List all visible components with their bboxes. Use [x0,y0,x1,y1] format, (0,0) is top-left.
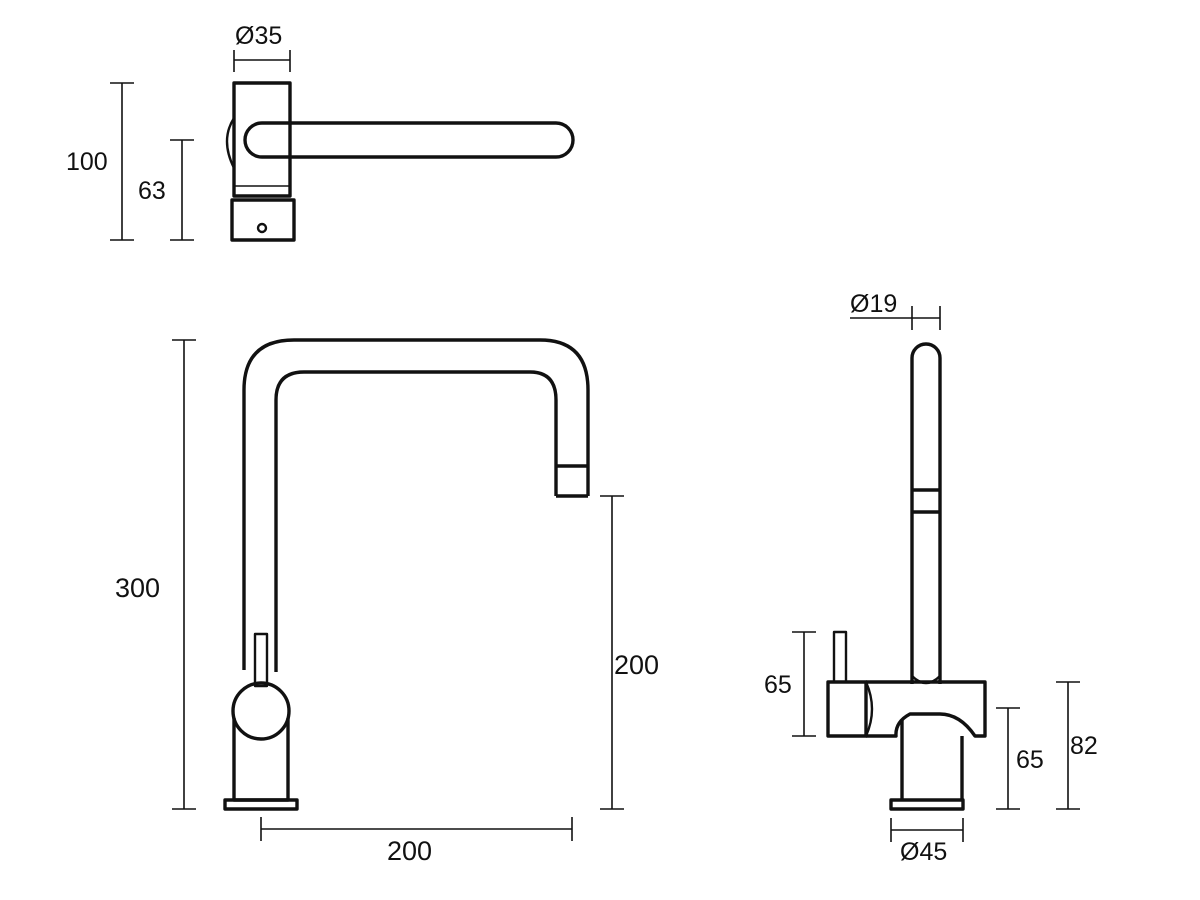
side-view-column [900,720,964,800]
dim-side-spout-diameter-label: Ø19 [850,290,897,318]
top-view-base-block [230,198,296,242]
dim-side-lever-height-label: 65 [764,671,792,699]
front-view-lever [253,632,269,688]
top-view-spout [243,121,575,159]
top-view-lever-bump [225,117,236,169]
dim-side-base-diameter-label: Ø45 [900,838,947,866]
dim-front-reach-label: 200 [387,836,432,866]
dim-front-reach: 200 [260,817,573,866]
top-view-hole [256,222,268,234]
dim-top-diameter: Ø35 [233,22,291,72]
dim-side-spout-diameter: Ø19 [850,290,941,330]
dim-front-total-height-label: 300 [115,573,160,603]
top-view: Ø35 100 63 [66,22,575,242]
side-view-body [866,680,987,738]
dim-top-diameter-label: Ø35 [235,22,282,50]
dim-top-height-total-label: 100 [66,148,108,176]
top-view-body [232,81,292,198]
side-view-lever-block [826,680,868,738]
dim-top-height-total: 100 [66,82,134,241]
dim-top-height-partial: 63 [138,139,194,241]
dim-top-height-partial-label: 63 [138,177,166,205]
dim-front-spout-height: 200 [600,495,659,810]
dim-front-total-height: 300 [115,339,196,810]
side-view-lever [832,630,848,684]
front-view-body-circle [231,681,291,741]
front-view-spout-outer [242,338,590,670]
front-view-spout-inner [274,370,558,672]
side-view-spout [910,342,942,684]
dim-side-body-height-label: 65 [1016,746,1044,774]
front-view-base [223,798,299,811]
front-view: 300 200 200 [115,338,659,866]
dim-side-body-height: 65 [996,707,1044,810]
dim-side-body-total: 82 [1056,681,1098,810]
side-view-base [889,798,965,811]
side-view-body-joint [864,681,874,737]
dim-side-body-total-label: 82 [1070,732,1098,760]
dim-side-base-diameter: Ø45 [890,818,964,866]
dim-side-lever-height: 65 [764,631,816,737]
side-view: Ø19 65 65 82 Ø45 [764,290,1098,866]
dim-front-spout-height-label: 200 [614,650,659,680]
